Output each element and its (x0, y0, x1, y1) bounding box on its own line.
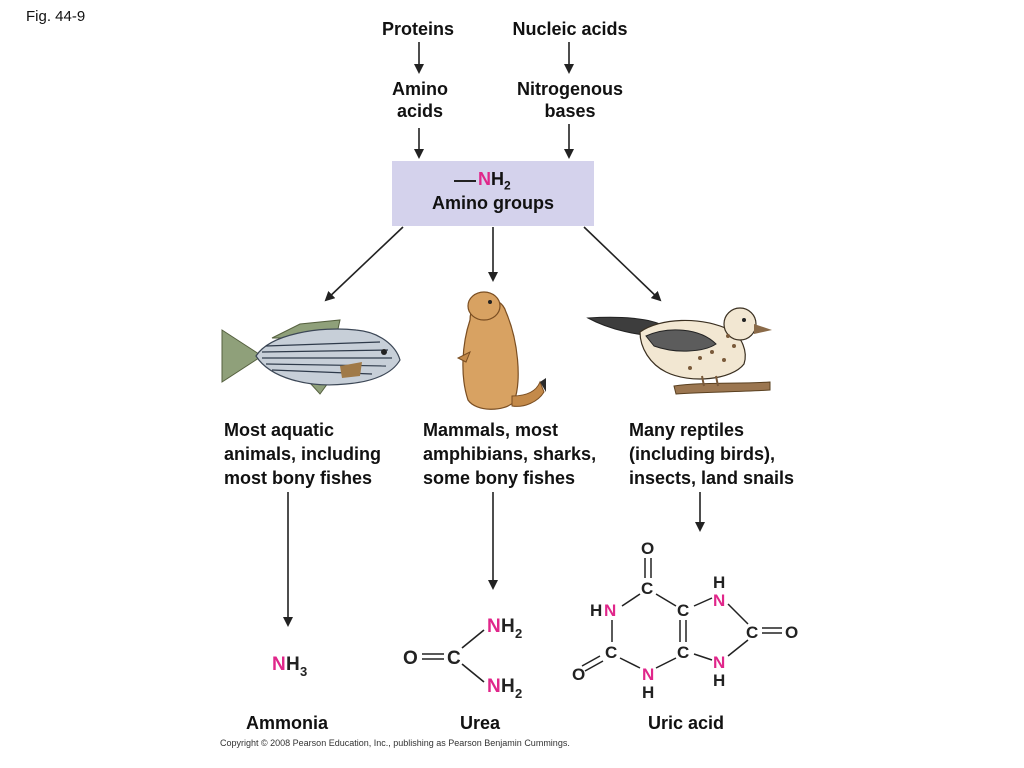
proteins-label: Proteins (381, 19, 455, 39)
nitrogenous-bases-label: Nitrogenous bases (517, 79, 623, 121)
uric-acid-label: Uric acid (647, 713, 725, 733)
svg-text:N: N (642, 665, 654, 684)
svg-text:N: N (713, 591, 725, 610)
svg-text:C: C (447, 648, 461, 669)
copyright-notice: Copyright © 2008 Pearson Education, Inc.… (220, 738, 570, 748)
amino-groups-box: NH2 Amino groups (392, 161, 594, 226)
urea-structure: O C N H 2 N H 2 (403, 616, 522, 701)
aquatic-animals-label: Most aquatic animals, including most bon… (224, 420, 382, 488)
ammonia-label: Ammonia (245, 713, 328, 733)
arrow-box-to-fish (324, 226, 404, 302)
svg-text:H: H (590, 601, 602, 620)
svg-text:N: N (713, 653, 725, 672)
svg-text:2: 2 (515, 686, 522, 701)
svg-text:O: O (572, 665, 585, 684)
amino-formula: NH2 (478, 169, 511, 193)
amino-groups-label: Amino groups (432, 193, 554, 213)
svg-text:H: H (642, 683, 654, 702)
amino-acids-label: Amino acids (392, 79, 448, 121)
svg-text:H: H (501, 616, 515, 637)
svg-text:2: 2 (515, 626, 522, 641)
arrow-box-to-bird (583, 226, 662, 302)
mammals-label: Mammals, most amphibians, sharks, some b… (423, 420, 597, 488)
prairie-dog-icon (456, 291, 546, 410)
svg-text:H: H (286, 654, 300, 675)
svg-text:N: N (604, 601, 616, 620)
figure-label: Fig. 44-9 (26, 8, 86, 25)
svg-text:3: 3 (300, 664, 307, 679)
svg-text:N: N (487, 676, 501, 697)
striped-bass-icon (221, 319, 401, 395)
songbird-icon (586, 307, 772, 395)
svg-text:C: C (746, 623, 758, 642)
reptiles-label: Many reptiles (including birds), insects… (629, 420, 795, 488)
svg-text:O: O (785, 623, 798, 642)
svg-text:N: N (272, 654, 286, 675)
hydrogen-symbol: H (491, 169, 504, 189)
svg-text:H: H (713, 671, 725, 690)
svg-text:C: C (605, 643, 617, 662)
svg-text:O: O (641, 539, 654, 558)
hydrogen-subscript: 2 (504, 178, 511, 193)
svg-text:H: H (501, 676, 515, 697)
svg-text:O: O (403, 648, 418, 669)
svg-text:C: C (677, 601, 689, 620)
svg-text:H: H (713, 573, 725, 592)
svg-text:C: C (641, 579, 653, 598)
urea-label: Urea (459, 713, 501, 733)
bond-line (454, 180, 476, 182)
arrows (283, 42, 705, 627)
svg-text:C: C (677, 643, 689, 662)
nitrogen-symbol: N (478, 169, 491, 189)
ammonia-structure: N H 3 (272, 654, 307, 679)
uric-acid-structure: O C H N C O N H C C N H C O N H (572, 539, 798, 702)
svg-text:N: N (487, 616, 501, 637)
nucleic-acids-label: Nucleic acids (512, 19, 628, 39)
